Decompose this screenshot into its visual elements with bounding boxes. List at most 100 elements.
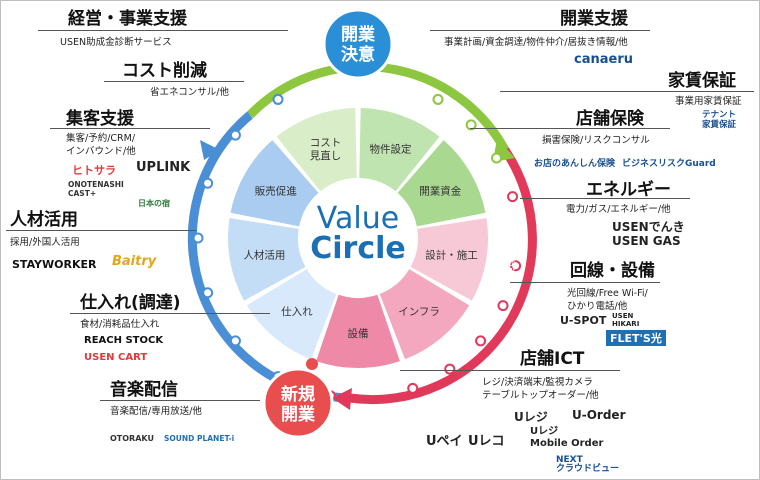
rule-ongaku (100, 400, 260, 401)
start-badge-line1: 開業 (341, 24, 375, 45)
ring-dot (510, 260, 522, 272)
sub-cost: 省エネコンサル/他 (150, 87, 230, 98)
logo-soundplanet: SOUND PLANET-i (164, 434, 235, 443)
rule-jinzai (6, 230, 196, 231)
segment-label-8: コスト (310, 137, 342, 149)
logo-upay: Uペイ (426, 434, 463, 449)
segment-label-0: 物件設定 (369, 143, 411, 156)
new-badge-pin (306, 358, 318, 370)
logo-stayworker: STAYWORKER (12, 258, 97, 271)
new-badge (262, 367, 334, 439)
ring-dot (465, 119, 477, 131)
logo-uregi: Uレジ (514, 410, 548, 424)
start-badge-line2: 決意 (341, 44, 375, 65)
segment-label-6: 人材活用 (243, 248, 285, 261)
red-arrowhead (332, 388, 352, 410)
logo-nihon: 日本の宿 (138, 199, 170, 208)
logo-tenant: テナント 家賃保証 (702, 110, 737, 130)
logo-next: NEXT クラウドビュー (556, 455, 620, 474)
rule-hoken (470, 128, 670, 129)
ring-dot (444, 363, 456, 375)
rule-ict (400, 370, 620, 371)
logo-hitosara: ヒトサラ (72, 164, 116, 177)
ring-dot (202, 177, 214, 189)
rule-shukyaku (50, 128, 210, 129)
cat-ict: 店舗ICT (520, 349, 585, 369)
ring-dot (229, 335, 241, 347)
logo-otoraku: OTORAKU (110, 434, 154, 443)
logo-baitry: Baitry (112, 254, 157, 269)
sub-hoken: 損害保険/リスクコンサル (542, 135, 650, 146)
rule-energy (520, 198, 690, 199)
cat-shiire: 仕入れ(調達) (80, 293, 181, 313)
rule-cost (104, 81, 244, 82)
sub-kaigyo: 事業計画/資金調達/物件仲介/居抜き情報/他 (444, 37, 628, 48)
sub-yachin: 事業用家賃保証 (675, 96, 742, 107)
rule-shiire (70, 313, 270, 314)
ring-dot (229, 129, 241, 141)
red-arc (349, 147, 537, 405)
logo-uregimobile: Uレジ Mobile Order (530, 426, 604, 449)
segment-label-1: 開業資金 (419, 185, 461, 198)
sub-shiire: 食材/消耗品仕入れ (80, 319, 160, 330)
logo-flets: FLET'S光 (606, 330, 666, 346)
sub-kaisen: 光回線/Free Wi-Fi/ ひかり電話/他 (567, 288, 648, 312)
segment-label-2: 設計・施工 (425, 248, 478, 261)
ring-dot (507, 191, 519, 203)
sub-keiei: USEN助成金診断サービス (60, 37, 172, 48)
sub-energy: 電力/ガス/エネルギー/他 (566, 204, 671, 215)
new-badge-line1: 新規 (281, 384, 315, 405)
rule-yachin (500, 91, 754, 92)
segment-4 (316, 294, 400, 368)
logo-ureco: Uレコ (468, 434, 505, 449)
cat-ongaku: 音楽配信 (110, 380, 178, 400)
cat-shukyaku: 集客支援 (66, 109, 134, 129)
rule-kaigyo (430, 30, 650, 31)
green-arc (246, 62, 509, 153)
cat-jinzai: 人材活用 (10, 210, 78, 230)
sub-ongaku: 音楽配信/専用放送/他 (110, 406, 202, 417)
center-circle: Circle (310, 231, 406, 266)
rule-keiei (38, 30, 288, 31)
logo-usencart: USEN CART (84, 352, 148, 363)
segment-2 (410, 218, 489, 301)
ring-dot (202, 287, 214, 299)
segment-label-3: インフラ (398, 306, 440, 318)
ring-dot (432, 93, 444, 105)
logo-usendenki: USENでんき (612, 220, 685, 234)
blue-arrowhead (200, 140, 220, 160)
logo-onotenashi: ONOTENASHI CAST+ (68, 180, 124, 198)
ring-dot (475, 335, 487, 347)
sub-jinzai: 採用/外国人活用 (10, 237, 80, 248)
rule-kaisen (510, 282, 660, 283)
logo-uorder: U-Order (572, 408, 626, 422)
center-disc (302, 182, 414, 294)
logo-reachstock: REACH STOCK (84, 335, 164, 346)
sub-ict: レジ/決済端末/監視カメラ テーブルトップオーダー/他 (482, 377, 599, 401)
logo-uplink: UPLINK (136, 160, 191, 175)
cat-yachin: 家賃保証 (668, 71, 736, 91)
segment-0 (359, 108, 440, 192)
cat-energy: エネルギー (586, 180, 671, 200)
new-badge-line2: 開業 (281, 404, 315, 425)
start-badge (322, 8, 394, 80)
segment-7 (230, 140, 319, 227)
cat-kaigyo: 開業支援 (560, 9, 628, 29)
logo-usenhikari: USEN HIKARI (612, 312, 640, 328)
ring-dot (272, 93, 284, 105)
segment-label-4: 設備 (348, 327, 369, 340)
cat-hoken: 店舗保険 (576, 109, 644, 129)
segment-1 (397, 140, 486, 227)
segment-8 (276, 108, 357, 192)
segment-label-5: 仕入れ (281, 305, 313, 318)
logo-uspot: U-SPOT (560, 314, 607, 327)
ring-dot (497, 300, 509, 312)
logo-canaeru: canaeru (574, 52, 633, 67)
logo-bizrisk: ビジネスリスクGuard (622, 159, 716, 169)
segment-label-7: 販売促進 (255, 185, 297, 198)
segment-label-8: 見直し (310, 149, 342, 162)
ring-dot (407, 382, 419, 394)
sub-shukyaku: 集客/予約/CRM/ インバウンド/他 (66, 133, 136, 157)
